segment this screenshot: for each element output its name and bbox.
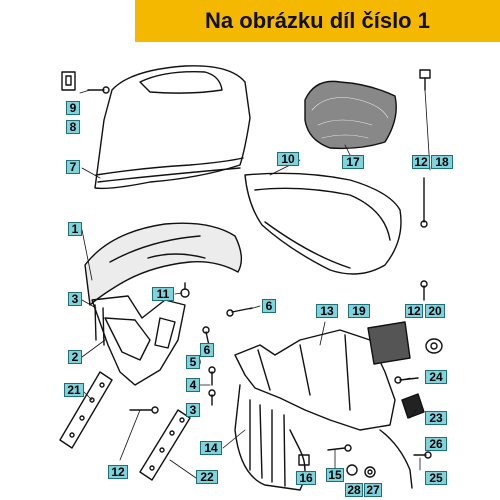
front-cover-part — [94, 65, 251, 190]
callout-26: 26 — [425, 437, 447, 451]
bracket-24-part — [394, 376, 419, 384]
callout-12-bottom: 12 — [108, 465, 128, 479]
screw-12b-part — [420, 280, 428, 301]
screw-26-part — [413, 451, 432, 459]
callout-27: 27 — [364, 483, 382, 497]
grommet-part — [425, 338, 443, 354]
inner-fender-part — [234, 329, 413, 491]
callout-17: 17 — [342, 155, 364, 169]
callout-10: 10 — [277, 152, 299, 166]
mat-part — [304, 80, 397, 150]
callout-16: 16 — [296, 471, 316, 485]
callout-3-lower: 3 — [186, 403, 200, 417]
reflector-part — [367, 321, 411, 365]
side-cover-part — [244, 172, 402, 275]
callout-8: 8 — [66, 120, 80, 134]
screw-12-part — [129, 406, 159, 414]
nut-15-part — [327, 444, 352, 452]
title-banner: Na obrázku díl číslo 1 — [135, 0, 500, 42]
callout-13: 13 — [316, 304, 338, 318]
rubber-23-part — [401, 393, 425, 419]
callout-4: 4 — [186, 378, 200, 392]
callout-1: 1 — [68, 222, 82, 236]
fender-bracket-part — [91, 295, 186, 386]
callout-24: 24 — [425, 370, 447, 384]
callout-2: 2 — [68, 350, 82, 364]
callout-12-top: 12 — [412, 155, 430, 169]
strap-22-part — [139, 409, 191, 481]
callout-19: 19 — [348, 304, 370, 318]
callout-22: 22 — [196, 470, 218, 484]
callout-3-upper: 3 — [68, 292, 82, 306]
callout-6-right: 6 — [262, 299, 276, 313]
callout-9: 9 — [66, 101, 80, 115]
callout-7: 7 — [66, 160, 80, 174]
washer-28-part — [346, 464, 358, 476]
bolt-11-part — [180, 282, 190, 298]
callout-6-left: 6 — [200, 343, 214, 357]
screw-part — [87, 86, 110, 94]
clip-part — [61, 71, 76, 91]
callout-21: 21 — [64, 383, 84, 397]
bolt-6-part — [202, 307, 253, 351]
callout-14: 14 — [200, 441, 222, 455]
callout-11: 11 — [152, 287, 174, 301]
callout-28: 28 — [345, 483, 363, 497]
title-text: Na obrázku díl číslo 1 — [205, 8, 430, 33]
washer-27-part — [364, 466, 376, 478]
callout-20: 20 — [425, 304, 445, 318]
callout-18: 18 — [431, 155, 453, 169]
leader-lines — [79, 89, 431, 479]
front-fender-part — [84, 222, 243, 306]
callout-5: 5 — [186, 355, 200, 369]
callout-15: 15 — [326, 468, 344, 482]
bolt-part — [419, 69, 431, 228]
callout-12-right: 12 — [405, 304, 423, 318]
callout-25: 25 — [425, 471, 447, 485]
callout-23: 23 — [425, 411, 447, 425]
